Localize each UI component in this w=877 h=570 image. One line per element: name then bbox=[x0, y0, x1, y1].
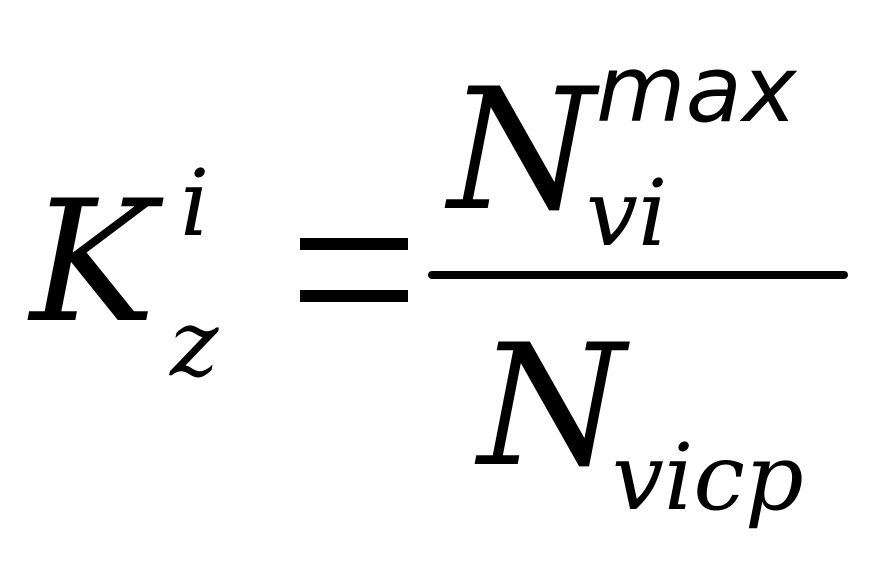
denominator-symbol: N bbox=[478, 308, 625, 504]
lhs-symbol: K bbox=[30, 164, 156, 360]
equals-top-bar bbox=[300, 238, 408, 250]
denominator-subscript: vicp bbox=[612, 424, 804, 531]
fraction-bar bbox=[428, 271, 848, 279]
numerator-subscript: vi bbox=[586, 160, 668, 267]
lhs-superscript: i bbox=[180, 150, 210, 257]
numerator-symbol: N bbox=[448, 52, 595, 248]
equals-bottom-bar bbox=[300, 290, 408, 302]
lhs-subscript: z bbox=[170, 290, 219, 397]
numerator-superscript: max bbox=[596, 36, 797, 143]
